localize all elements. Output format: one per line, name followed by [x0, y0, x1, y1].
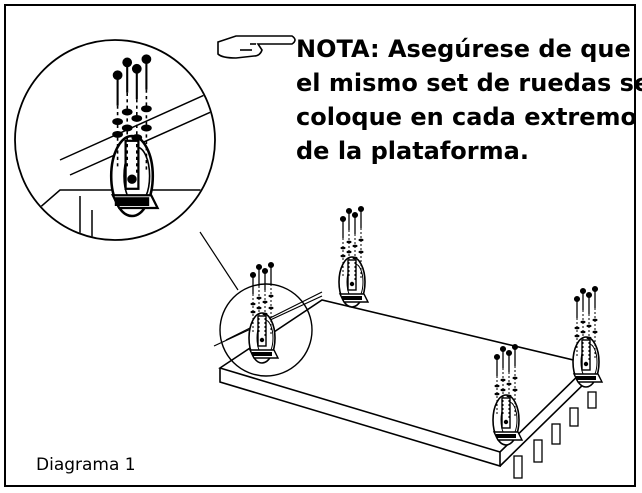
caster-back-left [338, 205, 369, 308]
caster-back-right [572, 285, 603, 388]
diagram-frame [4, 4, 636, 487]
note-line-4: de la plataforma. [296, 137, 529, 165]
pointing-hand-icon [217, 35, 296, 59]
diagram-caption: Diagrama 1 [36, 455, 136, 475]
note-line-2: el mismo set de ruedas se [296, 69, 642, 97]
detail-marker-circle [219, 283, 313, 377]
callout-line [199, 231, 239, 291]
note-line-3: coloque en cada extremo [296, 103, 638, 131]
caster-front-left [248, 261, 279, 364]
note-line-1: NOTA: Asegúrese de que [296, 35, 631, 63]
detail-magnified [14, 39, 216, 241]
platform-ribs [513, 391, 597, 479]
note-text: NOTA: Asegúrese de que el mismo set de r… [296, 32, 642, 168]
